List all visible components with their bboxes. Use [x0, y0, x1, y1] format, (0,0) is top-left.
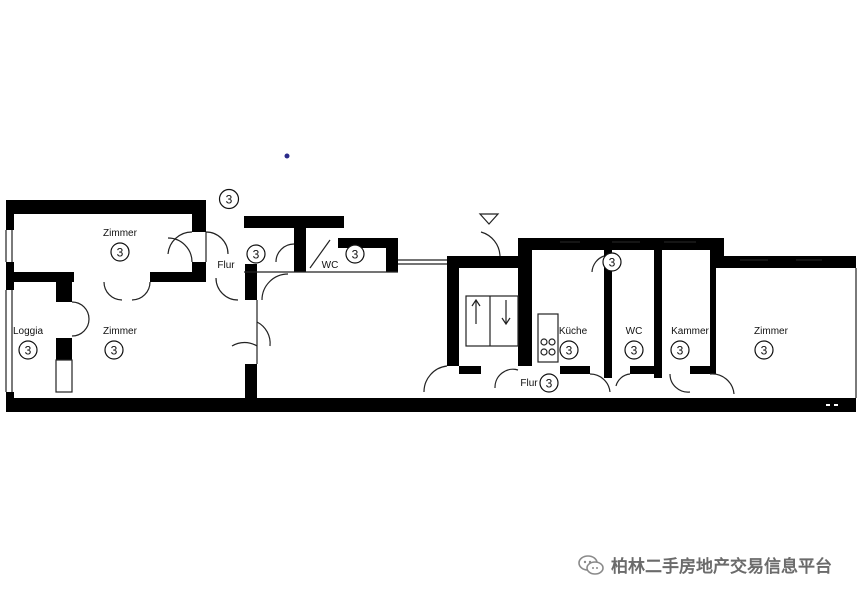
room-zimmer-mid: Zimmer 3 — [103, 326, 138, 360]
walls — [6, 200, 856, 412]
svg-text:3: 3 — [226, 193, 233, 207]
svg-text:Flur: Flur — [217, 260, 235, 271]
entrance-marker-icon — [478, 213, 500, 225]
room-wc-left: WC 3 — [322, 244, 365, 271]
svg-text:3: 3 — [609, 256, 616, 270]
room-loggia: Loggia 3 — [13, 326, 43, 360]
blue-dot — [284, 153, 290, 159]
svg-text:Zimmer: Zimmer — [103, 228, 138, 239]
svg-text:3: 3 — [25, 344, 32, 358]
svg-text:3: 3 — [546, 377, 553, 391]
svg-text:Kammer: Kammer — [671, 326, 709, 337]
svg-text:Loggia: Loggia — [13, 326, 43, 337]
watermark: 柏林二手房地产交易信息平台 — [577, 552, 832, 577]
thin-lines — [5, 230, 857, 398]
svg-text:3: 3 — [111, 344, 118, 358]
watermark-text: 柏林二手房地产交易信息平台 — [611, 557, 832, 577]
room-zimmer-right: Zimmer 3 — [754, 326, 789, 360]
room-flur-right: Flur 3 — [520, 373, 559, 393]
svg-text:3: 3 — [352, 248, 359, 262]
room-flur-left: Flur 3 — [217, 244, 266, 271]
svg-text:WC: WC — [626, 326, 643, 337]
marker-kitchen-door: 3 — [602, 252, 622, 272]
room-wc-right: WC 3 — [624, 326, 644, 360]
marker-entry-top: 3 — [218, 188, 240, 210]
svg-text:3: 3 — [761, 344, 768, 358]
room-kueche: Küche 3 — [559, 326, 588, 360]
svg-text:3: 3 — [253, 248, 260, 262]
room-kammer: Kammer 3 — [670, 326, 710, 360]
svg-text:Zimmer: Zimmer — [754, 326, 789, 337]
doors — [71, 231, 735, 395]
svg-text:3: 3 — [631, 344, 638, 358]
svg-text:WC: WC — [322, 260, 339, 271]
svg-text:Zimmer: Zimmer — [103, 326, 138, 337]
svg-text:Küche: Küche — [559, 326, 588, 337]
wechat-icon — [578, 554, 604, 575]
svg-text:3: 3 — [566, 344, 573, 358]
svg-text:Flur: Flur — [520, 378, 538, 389]
svg-text:3: 3 — [677, 344, 684, 358]
svg-text:3: 3 — [117, 246, 124, 260]
room-zimmer-top: Zimmer 3 — [103, 228, 138, 262]
